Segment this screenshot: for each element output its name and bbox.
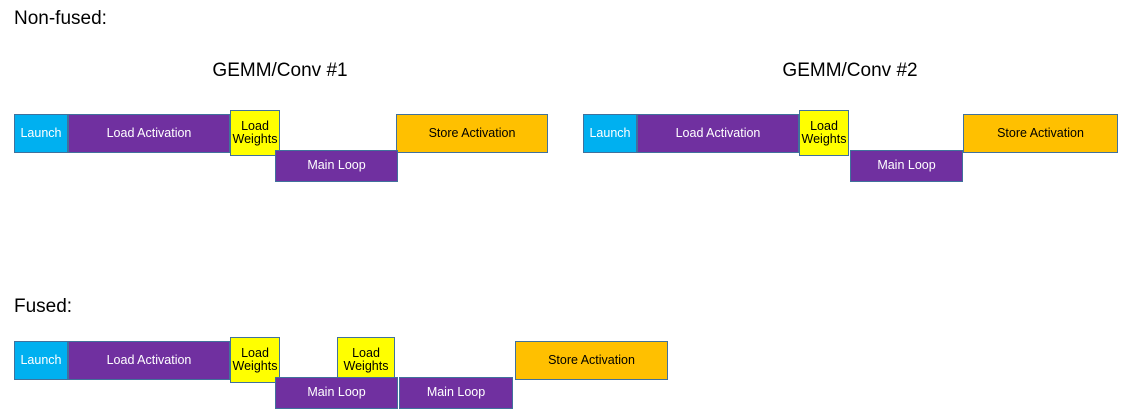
section-label-non-fused: Non-fused: <box>14 8 107 29</box>
block-launch-fused[interactable]: Launch <box>14 341 68 380</box>
block-label: Load Activation <box>106 125 192 140</box>
block-label: Store Activation <box>997 125 1084 140</box>
block-label-line1: Load <box>241 345 269 360</box>
block-label: Store Activation <box>548 352 635 367</box>
block-label-line2: Weights <box>343 359 389 373</box>
block-store-activation-g1[interactable]: Store Activation <box>396 114 548 153</box>
block-launch-g2[interactable]: Launch <box>583 114 637 153</box>
block-label: Launch <box>20 352 62 367</box>
section-label-fused: Fused: <box>14 296 73 317</box>
block-main-loop-g2[interactable]: Main Loop <box>850 150 963 182</box>
block-main-loop-g1[interactable]: Main Loop <box>275 150 398 182</box>
block-label-line1: Load <box>352 345 380 360</box>
block-label: Main Loop <box>877 158 936 173</box>
block-label: Store Activation <box>428 125 516 140</box>
block-label: Launch <box>20 125 62 140</box>
block-load-activation-fused[interactable]: Load Activation <box>68 341 230 380</box>
block-launch-g1[interactable]: Launch <box>14 114 68 153</box>
block-store-activation-g2[interactable]: Store Activation <box>963 114 1118 153</box>
block-label-line1: Load <box>241 118 269 133</box>
block-main-loop-fused-2[interactable]: Main Loop <box>399 377 513 409</box>
block-load-activation-g1[interactable]: Load Activation <box>68 114 230 153</box>
block-label-line2: Weights <box>232 359 278 373</box>
block-label-line2: Weights <box>801 132 847 146</box>
block-store-activation-fused[interactable]: Store Activation <box>515 341 668 380</box>
block-label-line1: Load <box>810 118 838 133</box>
group-title-gemm-conv-1: GEMM/Conv #1 <box>212 60 348 81</box>
block-label: Main Loop <box>307 158 366 173</box>
block-load-activation-g2[interactable]: Load Activation <box>637 114 799 153</box>
block-label-line2: Weights <box>232 132 278 146</box>
block-label: Load Activation <box>675 125 761 140</box>
block-label: Launch <box>589 125 631 140</box>
block-label: Main Loop <box>307 385 366 400</box>
block-label: Load Activation <box>106 352 192 367</box>
group-title-gemm-conv-2: GEMM/Conv #2 <box>782 60 918 81</box>
block-label: Main Loop <box>426 385 486 400</box>
block-main-loop-fused-1[interactable]: Main Loop <box>275 377 398 409</box>
